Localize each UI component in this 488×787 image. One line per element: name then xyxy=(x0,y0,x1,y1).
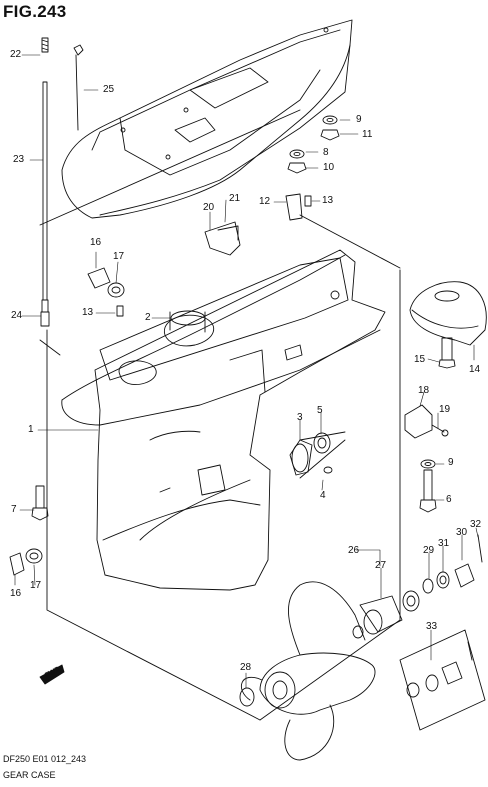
leader-lines xyxy=(14,54,479,689)
callout-25: 25 xyxy=(103,84,115,95)
propeller xyxy=(239,581,376,761)
callout-32: 32 xyxy=(470,519,482,530)
anode-18 xyxy=(404,404,449,439)
callout-22: 22 xyxy=(10,49,22,60)
gear-case-housing xyxy=(61,249,386,591)
callout-29: 29 xyxy=(423,545,435,556)
bearing-set xyxy=(289,431,346,479)
callout-16-lower: 16 xyxy=(10,588,22,599)
figure-title: FIG.243 xyxy=(3,2,67,21)
callout-30: 30 xyxy=(456,527,468,538)
callout-31: 31 xyxy=(438,538,450,549)
callout-20: 20 xyxy=(203,202,215,213)
callout-26: 26 xyxy=(348,545,360,556)
callout-16-upper: 16 xyxy=(90,237,102,248)
clip-parts xyxy=(204,193,312,256)
callout-8: 8 xyxy=(323,147,329,158)
diagram-name: GEAR CASE xyxy=(3,770,56,780)
callout-19: 19 xyxy=(439,404,451,415)
callout-2: 2 xyxy=(145,312,151,323)
callout-17-lower: 17 xyxy=(30,580,42,591)
callout-28: 28 xyxy=(240,662,252,673)
callout-1: 1 xyxy=(28,424,34,435)
callout-4: 4 xyxy=(320,490,326,501)
rod-25 xyxy=(73,44,84,131)
plug-washer-upper xyxy=(87,267,125,317)
callout-9-upper: 9 xyxy=(356,114,362,125)
stud-23 xyxy=(40,37,50,327)
callout-6: 6 xyxy=(446,494,452,505)
diagram-code: DF250 E01 012_243 xyxy=(3,754,87,764)
callout-24: 24 xyxy=(11,310,23,321)
callout-27: 27 xyxy=(375,560,387,571)
callout-5: 5 xyxy=(317,405,323,416)
callout-11: 11 xyxy=(362,129,373,140)
reference-frame xyxy=(39,109,401,721)
plug-washer-lower xyxy=(9,548,43,576)
bolts-6-7-9 xyxy=(31,459,437,521)
callout-12: 12 xyxy=(259,196,271,207)
callout-14: 14 xyxy=(469,364,481,375)
callout-33: 33 xyxy=(426,621,438,632)
anti-ventilation-plate xyxy=(61,19,353,219)
callout-13-upper: 13 xyxy=(322,195,334,206)
callout-3: 3 xyxy=(297,412,303,423)
propeller-hardware xyxy=(352,534,486,731)
callout-21: 21 xyxy=(229,193,241,204)
callout-10: 10 xyxy=(323,162,335,173)
callout-17-upper: 17 xyxy=(113,251,125,262)
fwd-arrow xyxy=(39,664,65,685)
washer-nut-set xyxy=(287,115,340,174)
callout-9-lower: 9 xyxy=(448,457,454,468)
callout-23: 23 xyxy=(13,154,25,165)
callout-18: 18 xyxy=(418,385,430,396)
callout-7: 7 xyxy=(11,504,17,515)
callout-13-lower: 13 xyxy=(82,307,94,318)
callout-15: 15 xyxy=(414,354,426,365)
trim-tab-14 xyxy=(409,281,487,369)
